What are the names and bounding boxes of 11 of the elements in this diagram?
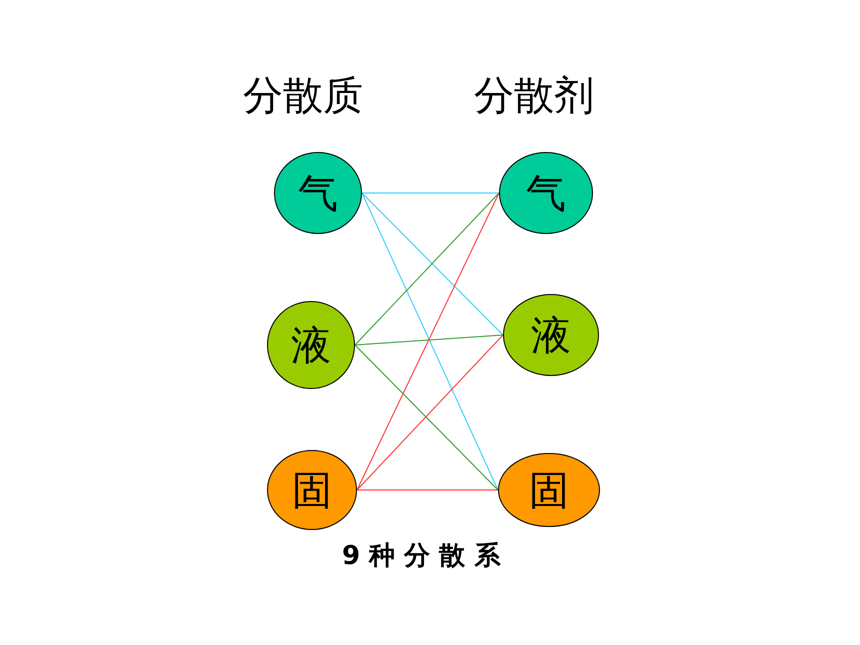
caption-text: 9 种 分 散 系 [342, 540, 500, 573]
state-ellipse: 固 [267, 450, 357, 530]
state-ellipse: 气 [274, 152, 362, 234]
connector-line [354, 334, 504, 346]
state-ellipse: 液 [267, 301, 355, 389]
state-ellipse: 气 [499, 152, 593, 234]
column-heading: 分散剂 [474, 72, 594, 121]
state-ellipse: 液 [503, 294, 599, 376]
connector-line [362, 192, 500, 194]
state-ellipse: 固 [498, 453, 600, 527]
column-heading: 分散质 [243, 72, 363, 121]
